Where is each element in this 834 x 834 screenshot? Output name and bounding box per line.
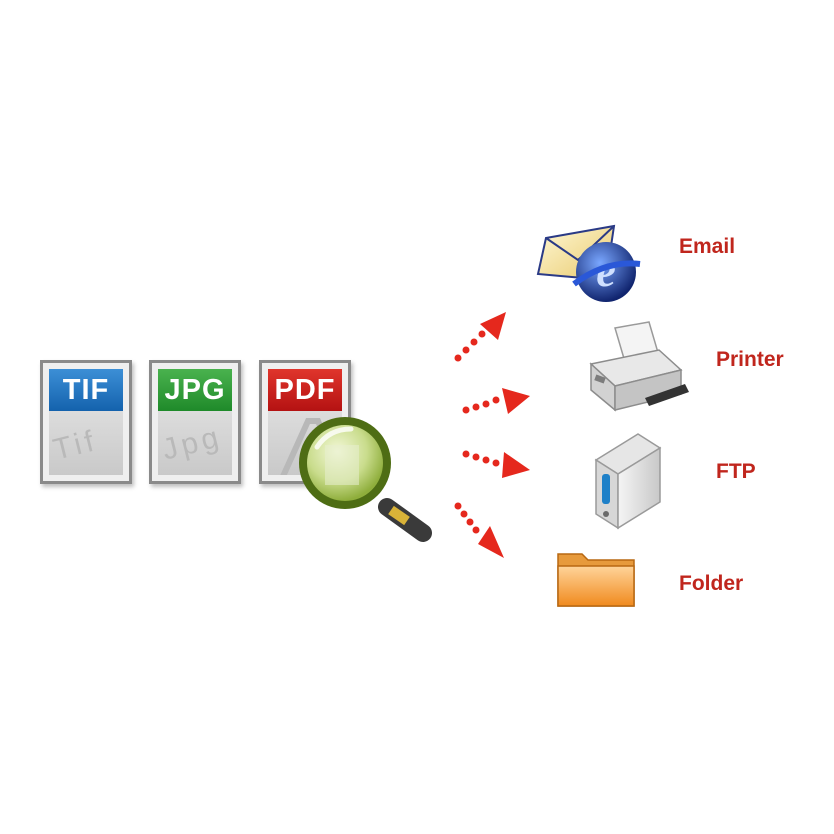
jpg-file-icon: JPG Jpg	[149, 360, 241, 484]
tif-file-ghost-text: Tif	[50, 424, 101, 467]
tif-file-label: TIF	[49, 369, 123, 411]
pdf-file-label: PDF	[268, 369, 342, 411]
svg-text:e: e	[596, 247, 616, 296]
arrow-to-email	[454, 312, 506, 362]
folder-icon	[557, 553, 635, 607]
ftp-label: FTP	[716, 460, 756, 483]
arrow-to-printer	[462, 388, 530, 414]
email-label: Email	[679, 235, 736, 258]
jpg-file-label: JPG	[158, 369, 232, 411]
arrow-to-folder	[454, 502, 504, 558]
arrows-group	[454, 312, 530, 558]
server-icon	[594, 433, 662, 530]
magnifier-icon	[299, 417, 432, 542]
pdf-file-icon: PDF	[259, 360, 351, 484]
printer-icon	[589, 321, 689, 412]
folder-label: Folder	[679, 572, 744, 595]
arrow-to-ftp	[462, 450, 530, 478]
email-icon: e	[536, 224, 641, 302]
tif-file-icon: TIF Tif	[40, 360, 132, 484]
jpg-file-ghost-text: Jpg	[159, 420, 226, 467]
printer-label: Printer	[716, 348, 784, 371]
